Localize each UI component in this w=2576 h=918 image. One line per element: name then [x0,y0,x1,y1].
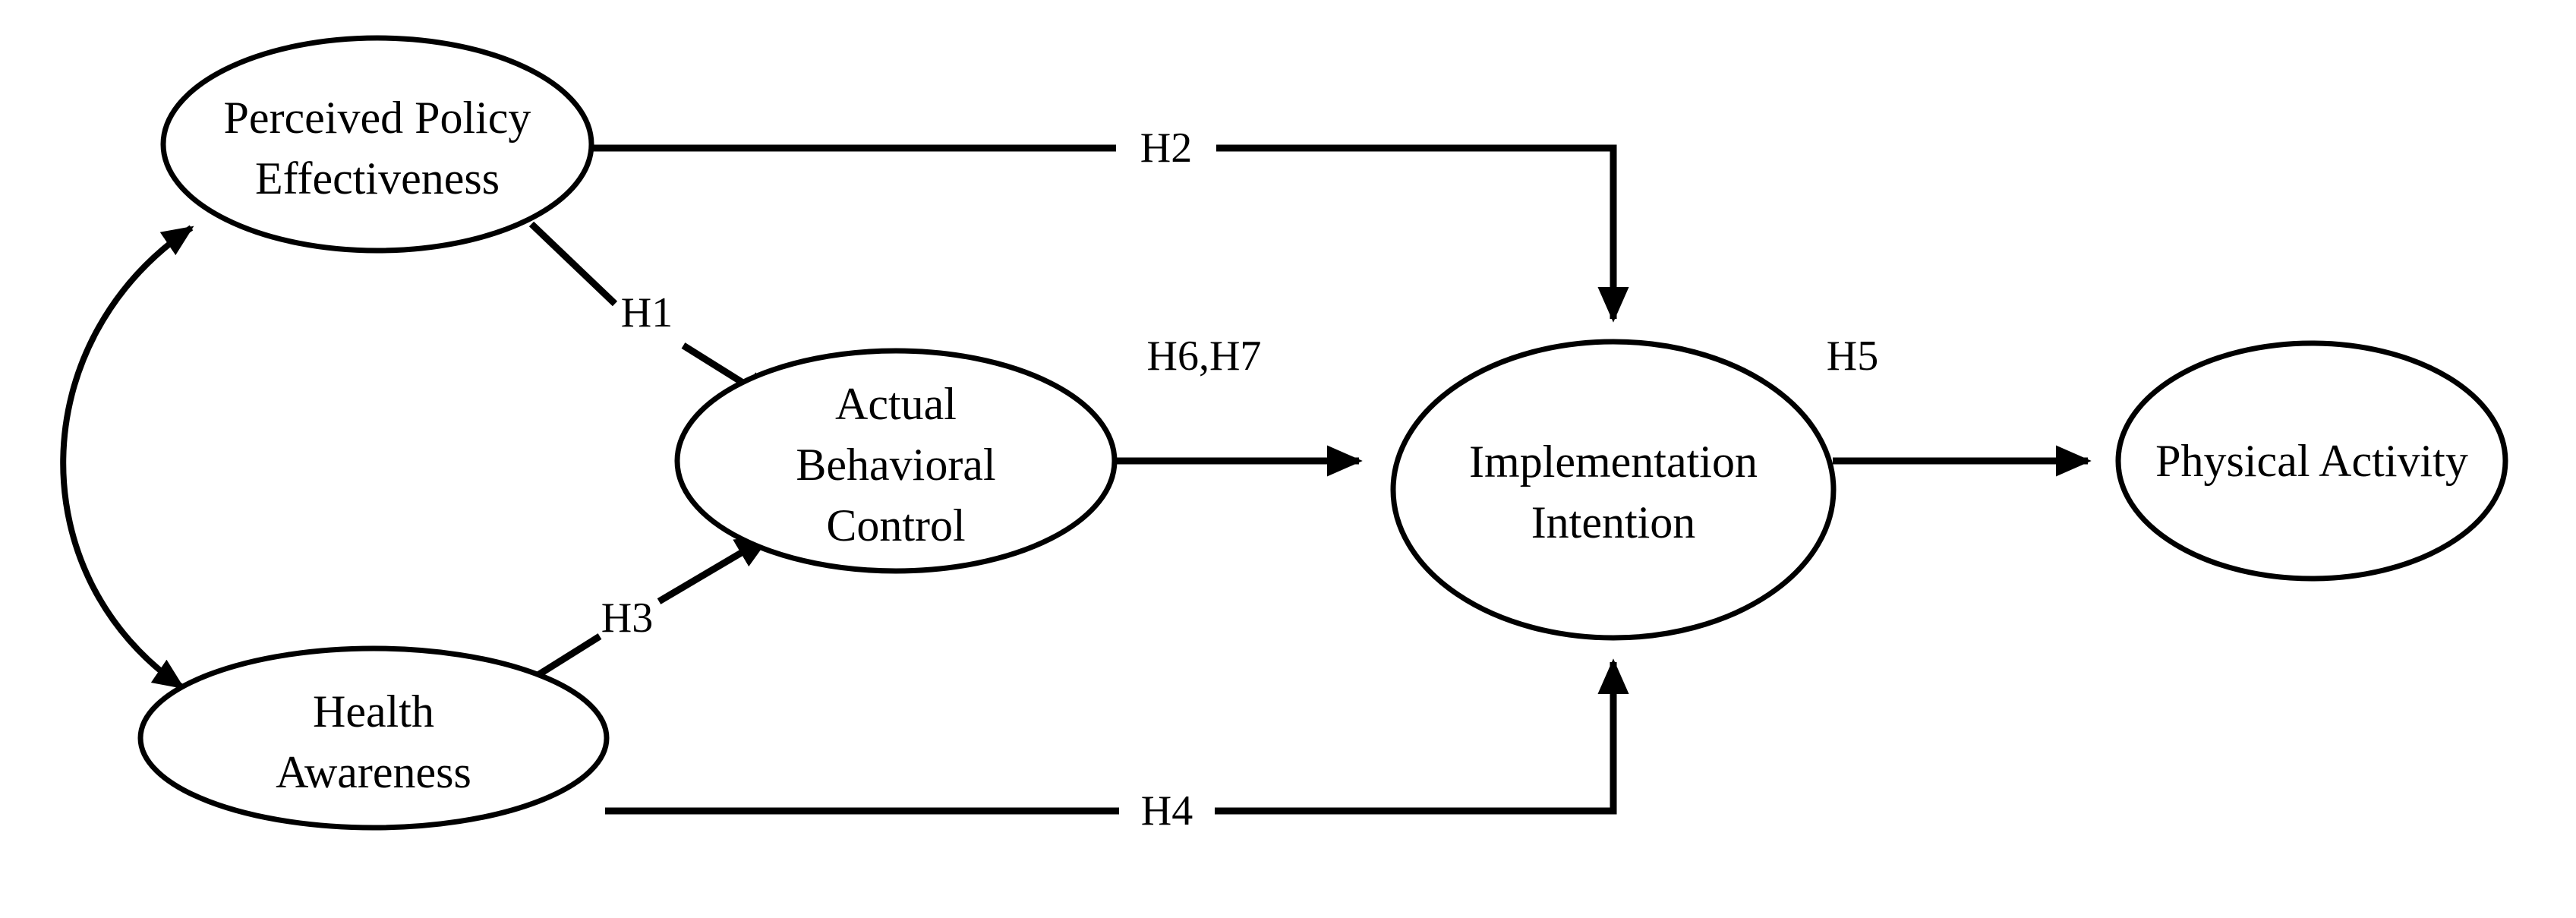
edge-h2-segment-b [1216,144,1629,323]
node-label-abc-line3: Control [826,500,965,550]
node-label-ha-line1: Health [313,686,434,737]
edge-h1-segment-a [528,221,618,307]
edge-h4-segment-b [1215,658,1629,815]
edge-correlation-ppe-ha [60,225,194,690]
node-label-ha-line2: Awareness [276,747,471,797]
node-physical-activity[interactable] [2115,340,2508,582]
node-label-pa-line1: Physical Activity [2155,436,2468,486]
node-label-ppe-line2: Effectiveness [255,153,500,203]
node-label-abc-line2: Behavioral [796,440,995,490]
node-label-ii-line2: Intention [1531,497,1696,547]
node-label-abc-line1: Actual [835,379,957,429]
edge-label-h3: H3 [601,595,653,642]
edge-label-h6-h7: H6,H7 [1147,333,1262,380]
edge-label-h2: H2 [1140,125,1192,172]
node-label-ii-line1: Implementation [1469,437,1758,487]
edge-label-h4: H4 [1141,787,1193,834]
edge-label-h5: H5 [1827,333,1878,380]
edge-label-h1: H1 [621,289,673,336]
node-health-awareness[interactable] [137,645,610,831]
node-perceived-policy-effectiveness[interactable] [160,35,594,254]
edge-h3-segment-a [534,633,602,679]
edge-h3-segment-b [657,534,772,604]
node-implementation-intention[interactable] [1390,339,1837,641]
node-label-ppe-line1: Perceived Policy [224,93,531,143]
node-actual-behavioral-control[interactable] [674,348,1118,574]
